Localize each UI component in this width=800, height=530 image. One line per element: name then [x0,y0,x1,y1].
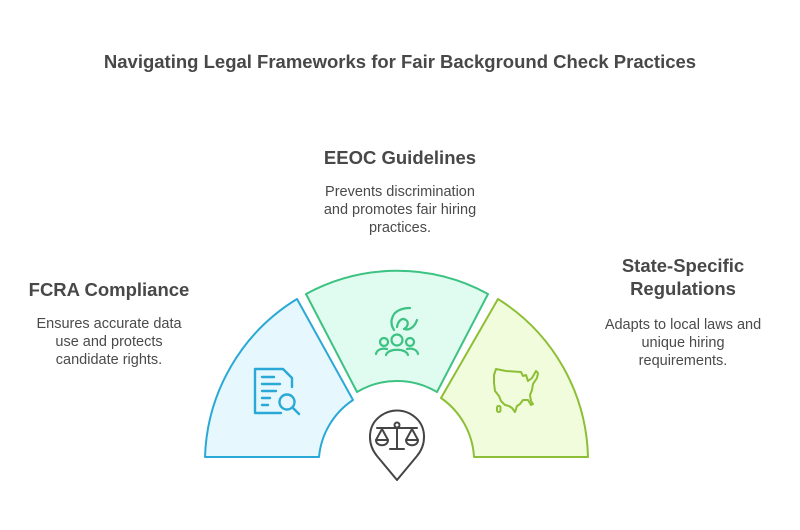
state-heading-line-1: State-Specific [621,255,745,276]
fcra-segment [204,298,354,458]
title-text: Navigating Legal Frameworks for Fair Bac… [103,51,697,72]
usa-map-icon [493,368,539,413]
eeoc-desc-line-3: practices. [368,220,432,236]
eeoc-segment [305,269,489,393]
fcra-desc-line-2: use and protects [55,334,163,350]
eeoc-heading: EEOC Guidelines [323,147,477,168]
eeoc-desc-line-1: Prevents discrimination [325,184,475,200]
state-heading-line-2: Regulations [630,278,736,299]
fcra-desc-line-3: candidate rights. [55,352,163,368]
eeoc-desc-line-2: and promotes fair hiring [323,202,477,218]
state-desc-line-1: Adapts to local laws and [604,317,762,333]
state-heading: State-Specific Regulations [578,254,788,300]
diagram-title: Navigating Legal Frameworks for Fair Bac… [100,49,700,75]
scales-of-justice-pin-icon [369,409,425,481]
state-segment [440,298,589,458]
fcra-heading: FCRA Compliance [28,279,190,300]
fcra-label-block: FCRA Compliance Ensures accurate data us… [0,278,218,369]
eeoc-label-block: EEOC Guidelines Prevents discrimination … [290,146,510,237]
state-label-block: State-Specific Regulations Adapts to loc… [578,254,788,370]
group-with-hand-icon [374,306,420,357]
fcra-desc-line-1: Ensures accurate data [36,316,182,332]
state-desc-line-3: requirements. [638,353,728,369]
state-desc-line-2: unique hiring [641,335,725,351]
document-search-icon [253,367,301,416]
